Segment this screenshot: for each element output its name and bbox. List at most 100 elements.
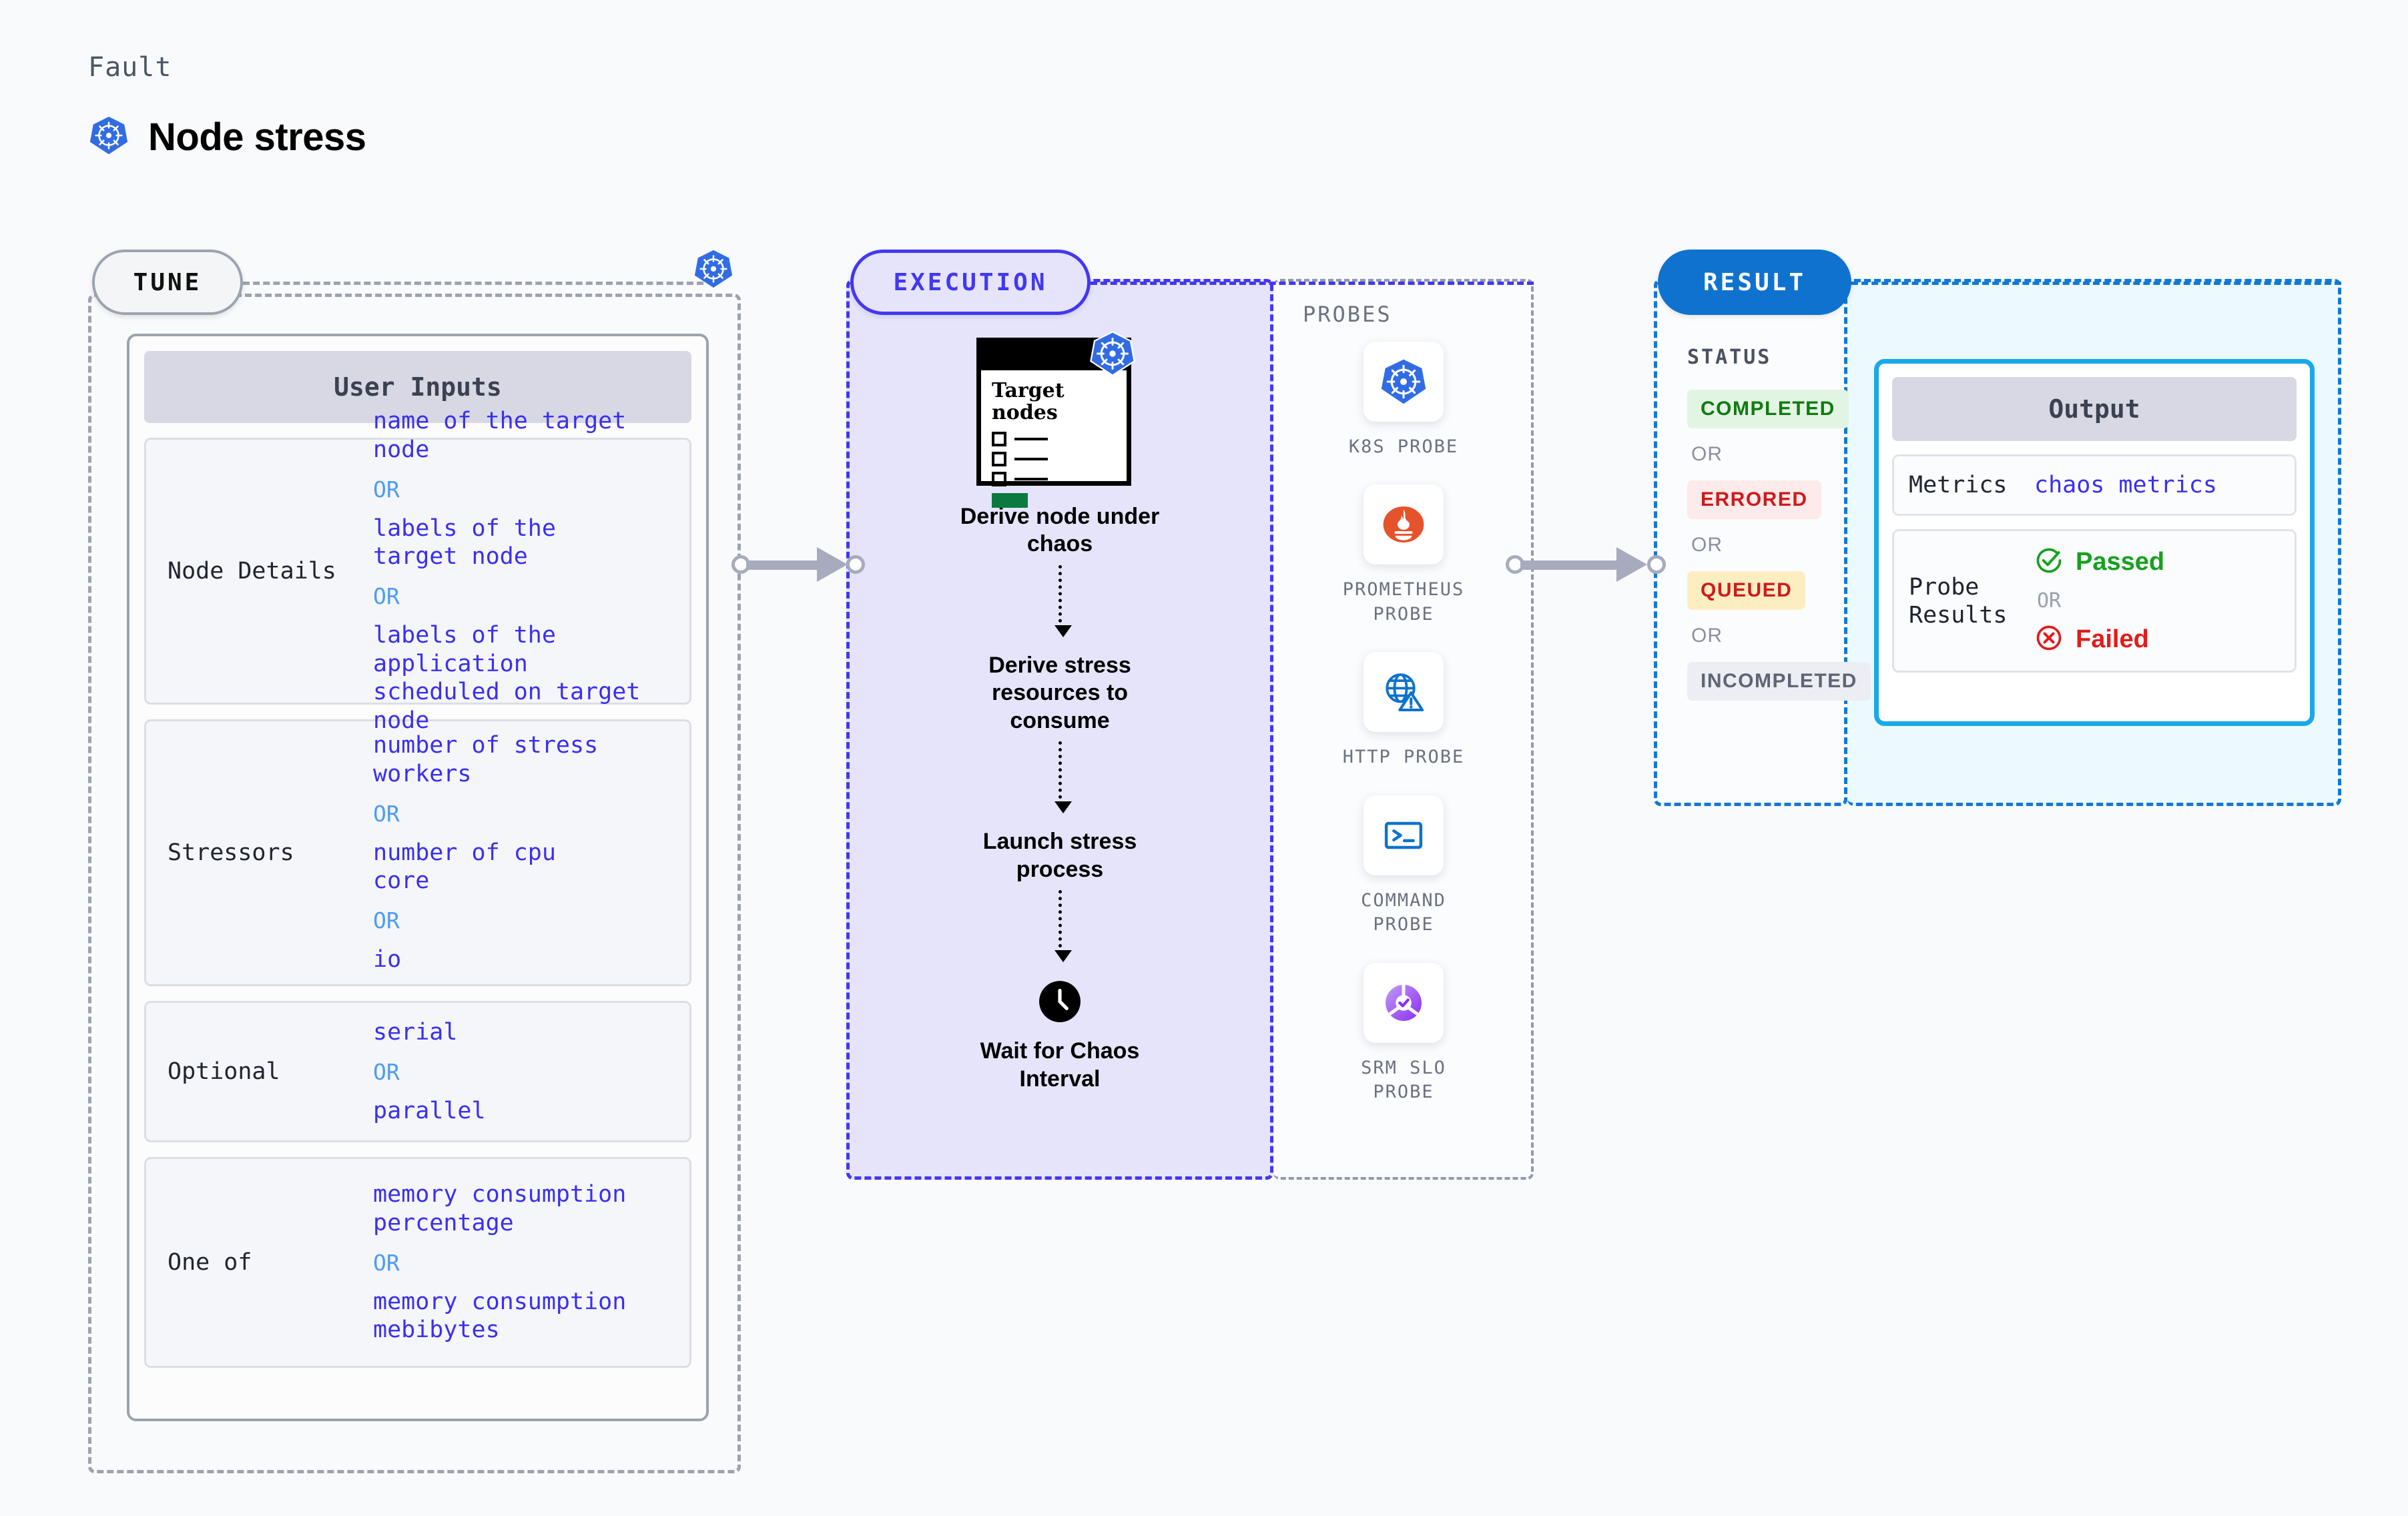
metrics-value: chaos metrics: [2034, 472, 2217, 498]
probe-label: HTTP PROBE: [1342, 747, 1465, 768]
or-separator: OR: [373, 907, 400, 934]
connector-execution-to-result: [1506, 547, 1666, 582]
or-separator: OR: [373, 1058, 400, 1085]
probe-result-passed: Passed: [2034, 546, 2164, 579]
target-nodes-title: Target nodes: [992, 379, 1065, 424]
passed-label: Passed: [2076, 548, 2165, 576]
status-badge: QUEUED: [1687, 571, 1806, 610]
checkbox-icon: [992, 472, 1006, 486]
node-checkbox-list: [992, 432, 1127, 486]
or-separator: OR: [1691, 534, 1723, 556]
kubernetes-icon: [1089, 330, 1137, 381]
tune-tag-line: [243, 282, 703, 285]
input-value: labels of the application scheduled on t…: [373, 622, 641, 735]
placeholder-line: [1014, 478, 1048, 480]
list-item: [992, 432, 1127, 446]
connector-tune-to-execution: [731, 547, 865, 582]
fault-eyebrow: Fault: [88, 52, 172, 83]
tune-panel: [88, 294, 741, 1473]
execution-flow: Target nodes: [846, 331, 1273, 1093]
flow-arrow-down: [1054, 890, 1072, 963]
placeholder-line: [1014, 438, 1048, 440]
input-group-label: Node Details: [168, 558, 336, 585]
fault-title-row: Node stress: [88, 115, 366, 159]
or-separator: OR: [373, 1249, 400, 1276]
or-separator: OR: [373, 800, 400, 827]
clock-icon: [1038, 980, 1082, 1027]
srm-slo-icon: [1363, 962, 1444, 1043]
probe-item-command[interactable]: COMMAND PROBE: [1361, 795, 1446, 937]
probes-title: PROBES: [1303, 302, 1392, 327]
probe-results-label: Probe Results: [1909, 573, 2008, 629]
input-group-label: One of: [168, 1249, 252, 1276]
input-value: number of stress workers: [373, 732, 599, 787]
probe-item-srm-slo[interactable]: SRM SLO PROBE: [1361, 962, 1446, 1105]
probe-label: PROMETHEUS PROBE: [1342, 579, 1465, 625]
execution-step-label: Launch stress process: [982, 829, 1137, 882]
user-inputs-card: User Inputs Node Details name of the tar…: [127, 334, 709, 1421]
flow-arrow-down: [1054, 741, 1072, 814]
or-separator: OR: [2037, 589, 2062, 613]
x-circle-icon: [2034, 623, 2064, 656]
tune-tag[interactable]: TUNE: [92, 250, 243, 315]
input-group-one-of: One of memory consumption percentage OR …: [144, 1157, 691, 1368]
input-group-label: Stressors: [168, 839, 294, 866]
kubernetes-icon: [1364, 342, 1444, 422]
input-group-label: Optional: [168, 1058, 280, 1085]
execution-step-label: Derive stress resources to consume: [988, 652, 1131, 733]
status-title: STATUS: [1687, 346, 1772, 369]
metrics-label: Metrics: [1909, 472, 2008, 498]
input-value: labels of the target node: [373, 514, 556, 571]
input-value: name of the target node: [373, 408, 627, 463]
user-inputs-title: User Inputs: [144, 351, 691, 423]
flow-arrow-down: [1054, 564, 1072, 637]
input-group-optional: Optional serial OR parallel: [144, 1001, 691, 1142]
terminal-icon: [1363, 795, 1444, 875]
input-value: serial: [373, 1018, 458, 1046]
page-title: Node stress: [148, 115, 366, 159]
execution-tag-line: [1091, 282, 1534, 285]
prometheus-icon: [1364, 484, 1444, 565]
or-separator: OR: [373, 583, 400, 609]
status-list: COMPLETED OR ERRORED OR QUEUED OR INCOMP…: [1687, 390, 1871, 701]
probe-results-values: Passed OR Failed: [2034, 546, 2164, 656]
probe-item-prometheus[interactable]: PROMETHEUS PROBE: [1343, 484, 1465, 627]
probe-item-k8s[interactable]: K8S PROBE: [1349, 342, 1458, 459]
status-badge: INCOMPLETED: [1687, 662, 1871, 701]
placeholder-line: [1014, 458, 1048, 460]
input-group-node-details: Node Details name of the target node OR …: [144, 408, 691, 734]
output-row-probe-results: Probe Results Passed OR: [1892, 529, 2297, 673]
checkbox-icon: [992, 432, 1006, 446]
or-separator: OR: [373, 476, 400, 502]
window-body: Target nodes: [981, 370, 1127, 508]
or-separator: OR: [1691, 625, 1723, 647]
check-circle-icon: [2034, 546, 2064, 579]
probe-result-failed: Failed: [2034, 623, 2164, 656]
probes-list: K8S PROBE PROMETHEUS PROBE: [1273, 342, 1534, 1105]
checkbox-icon: [992, 452, 1006, 466]
result-panel: [1654, 279, 1847, 806]
input-group-values: number of stress workers OR number of cp…: [373, 731, 683, 974]
input-value: memory consumption mebibytes: [373, 1288, 627, 1344]
execution-step-label: Wait for Chaos Interval: [980, 1038, 1140, 1092]
probe-label: COMMAND PROBE: [1361, 889, 1446, 935]
status-badge: COMPLETED: [1687, 390, 1849, 428]
input-value: number of cpu core: [373, 839, 556, 895]
output-title: Output: [1892, 377, 2297, 441]
result-tag[interactable]: RESULT: [1658, 250, 1851, 315]
input-group-stressors: Stressors number of stress workers OR nu…: [144, 719, 691, 986]
target-nodes-card: Target nodes: [976, 331, 1143, 508]
list-item: [992, 452, 1127, 466]
input-group-values: serial OR parallel: [373, 1018, 683, 1125]
output-row-metrics: Metrics chaos metrics: [1892, 454, 2297, 516]
probe-item-http[interactable]: HTTP PROBE: [1343, 652, 1465, 769]
input-value: io: [373, 946, 402, 974]
result-tag-line: [1851, 282, 2341, 285]
confirm-button-shape: [992, 493, 1028, 508]
failed-label: Failed: [2076, 625, 2149, 653]
status-badge: ERRORED: [1687, 480, 1821, 519]
probe-label: SRM SLO PROBE: [1361, 1057, 1446, 1103]
kubernetes-icon: [88, 115, 129, 159]
execution-tag[interactable]: EXECUTION: [850, 250, 1091, 315]
